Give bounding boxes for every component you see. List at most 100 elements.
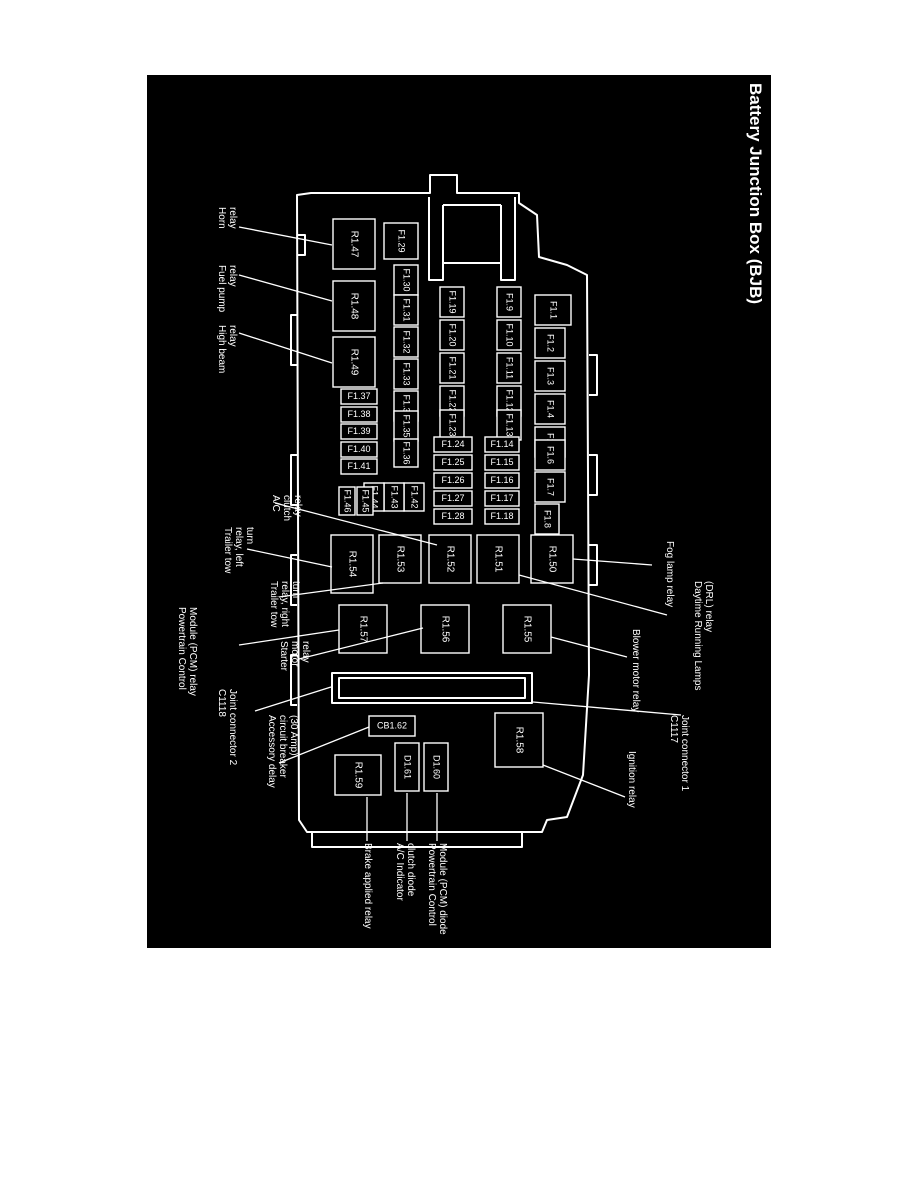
fuse-f1-9-label: F1.9 xyxy=(505,293,515,311)
relay-r1-53-box xyxy=(378,534,422,584)
relay-r1-48-label: R1.48 xyxy=(348,293,359,320)
accessory-delay-breaker-callout: Accessory delaycircuit breaker(30 Amp) xyxy=(266,715,299,788)
tab-right-1 xyxy=(589,354,598,396)
fog-lamp-relay-leader xyxy=(572,558,653,566)
relay-r1-52-label: R1.52 xyxy=(444,546,455,573)
fuse-f1-20-label: F1.20 xyxy=(448,323,458,346)
components-group: F1.1F1.2F1.3F1.4F1.5F1.6F1.7F1.8F1.9F1.1… xyxy=(330,218,574,796)
fuse-f1-11-box xyxy=(496,352,522,384)
housing-base xyxy=(311,832,523,848)
c1118-callout: C1118Joint connector 2 xyxy=(216,689,238,766)
c1117-callout-line: Joint connector 1 xyxy=(679,715,690,792)
pcm-relay-callout-line: Powertrain Control xyxy=(176,607,187,690)
fuse-f1-18-label: F1.18 xyxy=(490,511,513,521)
fuse-f1-14-box xyxy=(484,436,520,453)
high-beam-relay-callout: High beamrelay xyxy=(216,325,238,373)
blower-motor-relay-leader xyxy=(550,636,628,658)
leader-lines xyxy=(238,226,682,841)
fuse-f1-13-box xyxy=(496,409,522,441)
pcm-relay-callout: Powertrain ControlModule (PCM) relay xyxy=(176,607,198,696)
fuse-f1-10-label: F1.10 xyxy=(505,323,515,346)
relay-r1-49-label: R1.49 xyxy=(348,349,359,376)
starter-motor-relay-callout-line: relay xyxy=(300,641,311,663)
trailer-tow-right-callout: Trailer towrelay, rightturn xyxy=(268,581,301,628)
fuse-f1-37-box xyxy=(340,388,378,405)
fuse-f1-24-label: F1.24 xyxy=(441,439,464,449)
fuse-f1-29-box xyxy=(383,222,419,260)
blower-motor-relay-callout: Blower motor relay xyxy=(630,629,641,712)
fuse-f1-40-box xyxy=(340,441,378,458)
pcm-relay-leader xyxy=(238,629,340,646)
horn-relay-callout: Hornrelay xyxy=(216,207,238,229)
fuse-f1-31-label: F1.31 xyxy=(402,298,412,321)
pcm-diode-callout-line: Module (PCM) diode xyxy=(437,843,448,935)
fuse-f1-6-label: F1.6 xyxy=(546,446,556,464)
diode-d1-60-label: D1.60 xyxy=(432,755,442,779)
blower-motor-relay-callout-line: Blower motor relay xyxy=(630,629,641,712)
relay-r1-50-label: R1.50 xyxy=(546,546,557,573)
fuse-f1-10-box xyxy=(496,319,522,351)
fuse-f1-20-box xyxy=(439,319,465,351)
horn-relay-callout-line: relay xyxy=(227,207,238,229)
relay-r1-55-label: R1.55 xyxy=(521,616,532,643)
fuse-f1-46-box xyxy=(338,486,356,516)
fuse-f1-16-label: F1.16 xyxy=(490,475,513,485)
trailer-tow-left-callout: Trailer towrelay, leftturn xyxy=(222,527,255,574)
fuse-f1-33-label: F1.33 xyxy=(402,362,412,385)
accessory-delay-breaker-leader xyxy=(278,726,370,764)
housing-outline xyxy=(296,174,590,833)
housing-top-inner xyxy=(442,204,502,263)
c1117-callout: C1117Joint connector 1 xyxy=(668,715,690,792)
starter-motor-relay-callout-line: Starter xyxy=(278,641,289,672)
horn-relay-leader xyxy=(238,226,333,246)
fuse-f1-36-box xyxy=(393,438,419,468)
brake-applied-relay-callout-line: Brake applied relay xyxy=(362,843,373,929)
c1118-callout-line: Joint connector 2 xyxy=(227,689,238,766)
relay-r1-53-label: R1.53 xyxy=(394,546,405,573)
fuel-pump-relay-callout-line: Fuel pump xyxy=(216,265,227,313)
c1118-outline xyxy=(331,672,533,704)
fuse-f1-19-label: F1.19 xyxy=(448,290,458,313)
fog-lamp-relay-callout: Fog lamp relay xyxy=(664,541,675,607)
housing-top-cutout xyxy=(428,197,516,281)
relay-r1-57-label: R1.57 xyxy=(357,616,368,643)
fuse-f1-23-label: F1.23 xyxy=(448,413,458,436)
trailer-tow-left-callout-line: relay, left xyxy=(233,527,244,567)
ac-clutch-relay-callout-line: clutch xyxy=(281,495,292,521)
ac-clutch-relay-callout: A/Cclutchrelay xyxy=(270,495,303,521)
ignition-relay-leader xyxy=(542,764,626,798)
ac-clutch-relay-callout-line: A/C xyxy=(270,495,281,512)
fuse-f1-17-box xyxy=(484,490,520,507)
fuse-f1-3-box xyxy=(534,360,566,392)
fuse-f1-31-box xyxy=(393,294,419,326)
ignition-relay-callout: Ignition relay xyxy=(626,751,637,808)
fuse-f1-15-box xyxy=(484,454,520,471)
fuse-f1-30-label: F1.30 xyxy=(402,268,412,291)
fuse-f1-27-box xyxy=(433,490,473,507)
relay-r1-49-box xyxy=(332,336,376,388)
c1118-inner xyxy=(338,677,526,699)
breaker-cb1-62-box xyxy=(368,715,416,737)
trailer-tow-right-callout-line: relay, right xyxy=(279,581,290,627)
fuel-pump-relay-callout-line: relay xyxy=(227,265,238,287)
c1117-leader xyxy=(532,701,682,716)
horn-relay-callout-line: Horn xyxy=(216,207,227,229)
diode-d1-60-box xyxy=(423,742,449,792)
relay-r1-58-label: R1.58 xyxy=(513,727,524,754)
tab-left-2 xyxy=(290,314,297,366)
fuse-f1-18-box xyxy=(484,508,520,525)
trailer-tow-right-callout-line: turn xyxy=(290,581,301,598)
fuel-pump-relay-leader xyxy=(238,274,333,302)
relay-r1-54-label: R1.54 xyxy=(346,551,357,578)
fuse-f1-2-label: F1.2 xyxy=(546,334,556,352)
diagram-title: Battery Junction Box (BJB) xyxy=(746,83,765,304)
ac-indicator-diode-callout: A/C Indicatorclutch diode xyxy=(394,843,416,901)
fuse-f1-14-label: F1.14 xyxy=(490,439,513,449)
relay-r1-54-box xyxy=(330,534,374,594)
breaker-cb1-62-label: CB1.62 xyxy=(377,720,407,730)
fuse-f1-2-box xyxy=(534,327,566,359)
fuse-f1-4-label: F1.4 xyxy=(546,400,556,418)
fuse-f1-7-box xyxy=(534,471,566,503)
ac-indicator-diode-callout-line: clutch diode xyxy=(405,843,416,897)
relay-r1-51-label: R1.51 xyxy=(492,546,503,573)
